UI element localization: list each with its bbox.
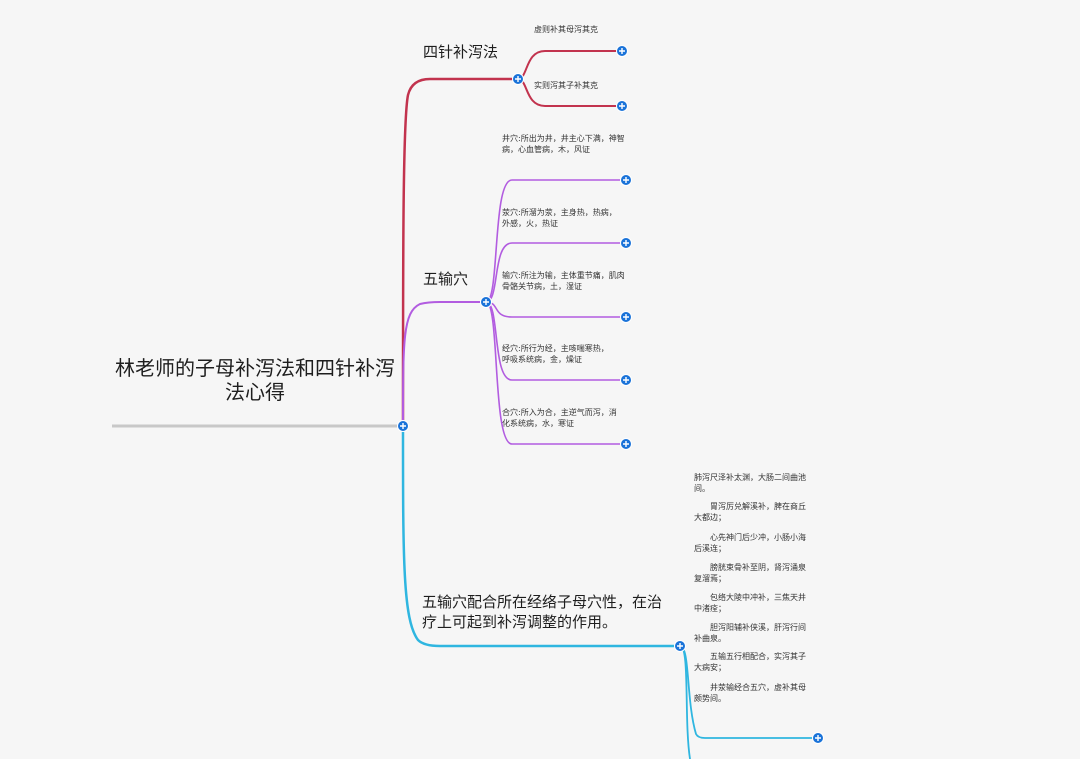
- connector-root-wushu: [402, 301, 487, 427]
- leaf-wushu-jing[interactable]: 井穴:所出为井，井主心下满，神智病，心血管病，木，风证: [502, 134, 625, 154]
- leaf-peihe-expand-icon[interactable]: [812, 732, 824, 744]
- connector-wushu-leaf-4: [485, 301, 627, 381]
- leaf-peihe-6[interactable]: 胆泻阳辅补侠溪，肝泻行间补曲泉。: [694, 623, 806, 643]
- connector-sizhen-leaf-1: [517, 50, 623, 80]
- connector-root-sizhen: [401, 77, 520, 428]
- leaf-peihe-7[interactable]: 五输五行相配合，实泻其子大病安；: [694, 652, 806, 672]
- branch-wushu-title[interactable]: 五输穴: [423, 270, 469, 288]
- branch-sizhen-expand-icon[interactable]: [512, 73, 524, 85]
- leaf-wushu-ying[interactable]: 荥穴:所溜为荥，主身热，热病，外感，火，热证: [502, 208, 617, 228]
- connector-peihe-continue: [679, 645, 691, 759]
- connector-wushu-leaf-5: [485, 301, 627, 445]
- leaf-wushu-5-expand-icon[interactable]: [620, 438, 632, 450]
- branch-wushu-expand-icon[interactable]: [480, 296, 492, 308]
- leaf-wushu-4-expand-icon[interactable]: [620, 374, 632, 386]
- leaf-wushu-1-expand-icon[interactable]: [620, 174, 632, 186]
- leaf-wushu-2-expand-icon[interactable]: [620, 237, 632, 249]
- leaf-sizhen-1-expand-icon[interactable]: [616, 45, 628, 57]
- leaf-wushu-he[interactable]: 合穴:所入为合，主逆气而泻，消化系统病，水，寒证: [502, 408, 617, 428]
- root-expand-icon[interactable]: [397, 420, 409, 432]
- leaf-peihe-2[interactable]: 胃泻厉兑解溪补，脾在商丘大都边；: [694, 502, 806, 522]
- leaf-peihe-1[interactable]: 肺泻尺泽补太渊，大肠二间曲池间。: [694, 473, 806, 493]
- connector-root-peihe: [401, 424, 682, 648]
- leaf-peihe-4[interactable]: 膀胱束骨补至阴，肾泻涌泉复溜焉；: [694, 563, 806, 583]
- leaf-wushu-jing2[interactable]: 经穴:所行为经，主咳喘寒热，呼吸系统病，金，燥证: [502, 344, 609, 364]
- leaf-peihe-3[interactable]: 心先神门后少冲，小肠小海后溪连；: [694, 533, 806, 553]
- connector-wushu-leaf-3: [485, 301, 627, 318]
- connector-wushu-leaf-1: [485, 179, 627, 303]
- leaf-wushu-shu[interactable]: 输穴:所注为输，主体重节痛，肌肉骨骼关节病，土，湿证: [502, 271, 625, 291]
- leaf-peihe-5[interactable]: 包络大陵中冲补，三焦天井中渚痊；: [694, 593, 806, 613]
- branch-sizhen-title[interactable]: 四针补泻法: [423, 43, 499, 61]
- leaf-sizhen-1[interactable]: 虚则补其母泻其克: [534, 25, 598, 34]
- branch-peihe-title[interactable]: 五输穴配合所在经络子母穴性，在治疗上可起到补泻调整的作用。: [422, 593, 663, 631]
- leaf-sizhen-2-expand-icon[interactable]: [616, 100, 628, 112]
- leaf-sizhen-2[interactable]: 实则泻其子补其克: [534, 81, 598, 90]
- branch-peihe-expand-icon[interactable]: [674, 640, 686, 652]
- leaf-peihe-8[interactable]: 井荥输经合五穴，虚补其母颇势间。: [694, 683, 806, 703]
- leaf-wushu-3-expand-icon[interactable]: [620, 311, 632, 323]
- root-topic-title[interactable]: 林老师的子母补泻法和四针补泻法心得: [115, 356, 395, 404]
